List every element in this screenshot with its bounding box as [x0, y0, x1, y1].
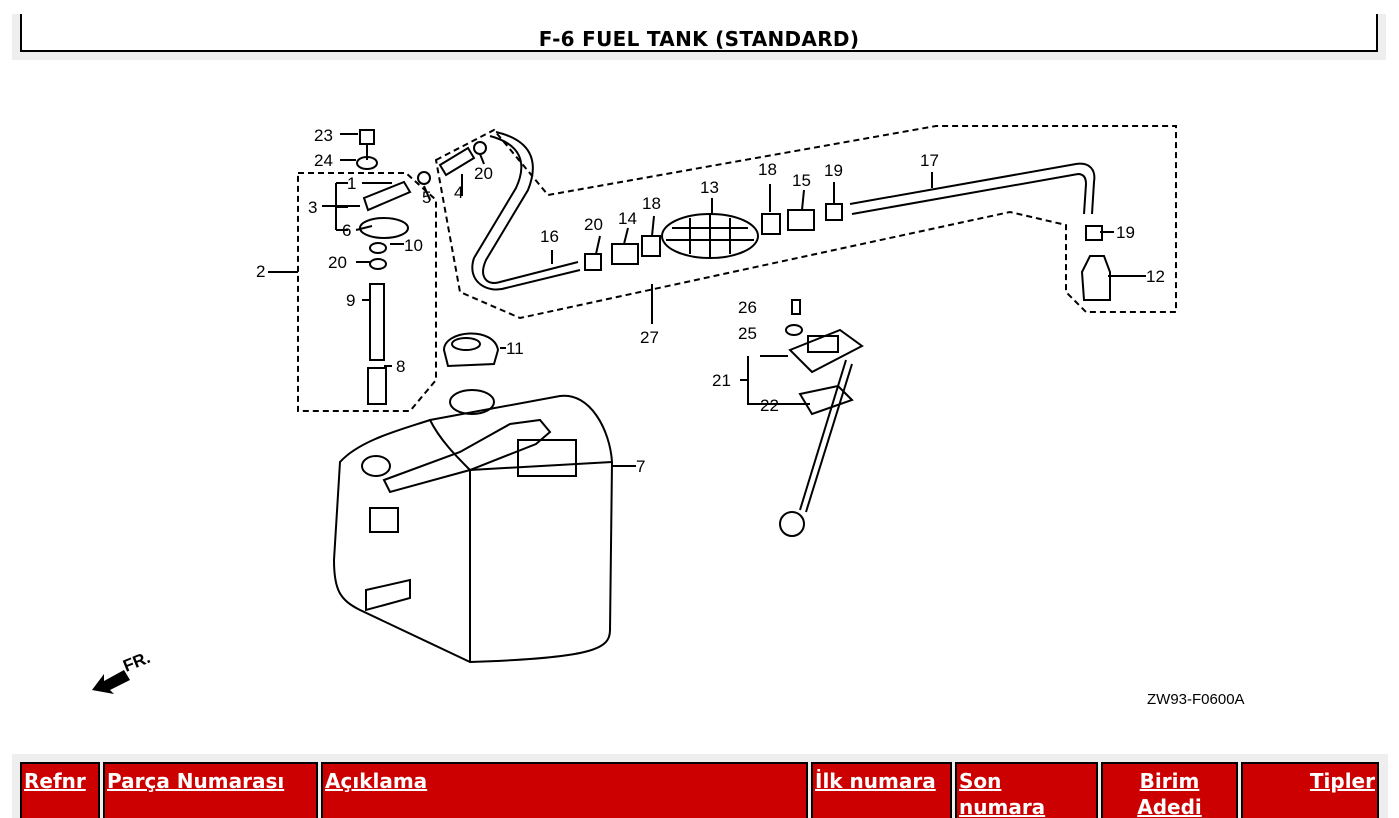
callout-25: 25: [738, 324, 757, 343]
callout-16: 16: [540, 227, 559, 246]
callout-5: 5: [422, 188, 431, 207]
page-title: F-6 FUEL TANK (STANDARD): [538, 27, 860, 51]
callout-18b: 18: [758, 160, 777, 179]
callout-27: 27: [640, 328, 659, 347]
callout-1: 1: [347, 174, 356, 193]
col-header-refnr[interactable]: Refnr: [20, 762, 100, 818]
parts-table-header: Refnr Parça Numarası Açıklama İlk numara…: [12, 754, 1388, 818]
callout-8: 8: [396, 357, 405, 376]
callout-20b: 20: [474, 164, 493, 183]
callout-12: 12: [1146, 267, 1165, 286]
callout-22: 22: [760, 396, 779, 415]
callout-labels: 23 24 1 3 6 10 2 20 9 8 5 4 20 11 16 20 …: [256, 126, 1165, 476]
col-header-types[interactable]: Tipler: [1241, 762, 1379, 818]
callout-20c: 20: [584, 215, 603, 234]
callout-26: 26: [738, 298, 757, 317]
callout-19a: 19: [824, 161, 843, 180]
callout-14: 14: [618, 209, 637, 228]
callout-18a: 18: [642, 194, 661, 213]
callout-4: 4: [454, 183, 463, 202]
callout-7: 7: [636, 457, 645, 476]
col-header-last-number[interactable]: Son numara: [955, 762, 1098, 818]
callout-19b: 19: [1116, 223, 1135, 242]
front-label: FR.: [120, 648, 153, 676]
col-header-first-number[interactable]: İlk numara: [811, 762, 952, 818]
callout-2: 2: [256, 262, 265, 281]
col-header-unit-qty[interactable]: Birim Adedi: [1101, 762, 1238, 818]
callout-24: 24: [314, 151, 333, 170]
diagram-code: ZW93-F0600A: [1147, 691, 1245, 708]
col-header-description[interactable]: Açıklama: [321, 762, 808, 818]
callout-20a: 20: [328, 253, 347, 272]
callout-23: 23: [314, 126, 333, 145]
col-header-part-number[interactable]: Parça Numarası: [103, 762, 318, 818]
callout-17: 17: [920, 151, 939, 170]
callout-6: 6: [342, 221, 351, 240]
callout-11: 11: [506, 339, 524, 358]
callout-21: 21: [712, 371, 731, 390]
callout-13: 13: [700, 178, 719, 197]
title-box: F-6 FUEL TANK (STANDARD): [20, 14, 1378, 52]
front-arrow-icon: FR.: [92, 648, 153, 694]
callout-9: 9: [346, 291, 355, 310]
title-frame: F-6 FUEL TANK (STANDARD): [12, 14, 1386, 60]
callout-3: 3: [308, 198, 317, 217]
parts-diagram: 23 24 1 3 6 10 2 20 9 8 5 4 20 11 16 20 …: [92, 125, 1245, 708]
callout-15: 15: [792, 171, 811, 190]
callout-10: 10: [404, 236, 423, 255]
